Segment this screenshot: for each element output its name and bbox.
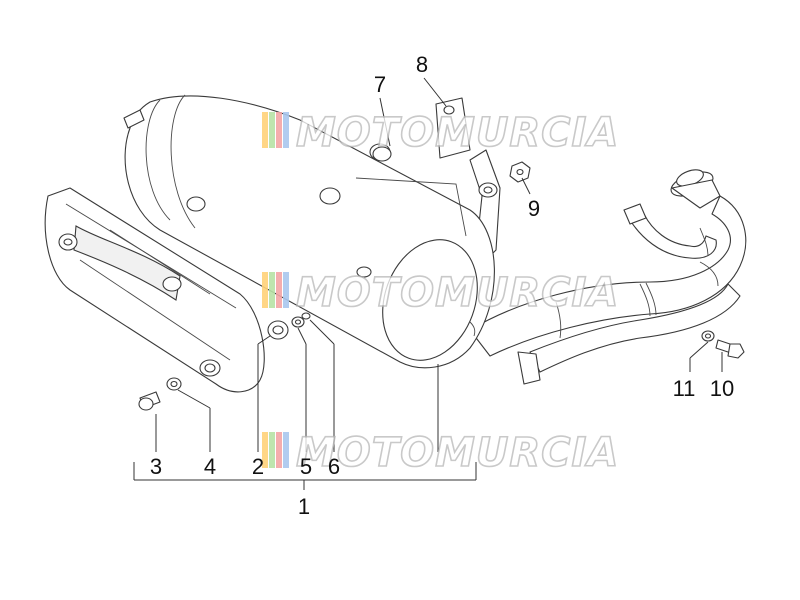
callout-5: 5 xyxy=(300,454,312,479)
callout-labels: 1 2 3 4 5 6 7 8 9 10 11 xyxy=(150,52,734,519)
callout-11: 11 xyxy=(673,376,696,401)
heat-shield xyxy=(44,187,265,393)
hanger-plate xyxy=(435,97,471,159)
watermark: MOTOMURCIA MOTOMURCIA MOTOMURCIA xyxy=(262,109,619,477)
exhaust-pipe xyxy=(469,169,747,385)
washer-4 xyxy=(166,377,182,391)
muffler xyxy=(123,94,495,369)
callout-10: 10 xyxy=(710,376,734,401)
watermark-text-2: MOTOMURCIA xyxy=(296,270,619,316)
washer-5 xyxy=(291,316,305,328)
callout-1: 1 xyxy=(298,494,310,519)
rubber-grommet xyxy=(267,320,289,340)
pipe-flange xyxy=(670,169,721,209)
callout-8: 8 xyxy=(416,52,428,77)
leader-lines xyxy=(133,77,723,490)
watermark-text-1: MOTOMURCIA xyxy=(296,110,619,156)
callout-6: 6 xyxy=(328,454,340,479)
screw-3 xyxy=(138,391,161,411)
callout-7: 7 xyxy=(374,72,386,97)
nut-9 xyxy=(509,161,531,183)
bushing-7 xyxy=(372,146,392,162)
callout-3: 3 xyxy=(150,454,162,479)
spacer-6 xyxy=(301,312,311,320)
bolt-10 xyxy=(715,339,745,359)
washer-11 xyxy=(701,330,715,342)
callout-4: 4 xyxy=(204,454,216,479)
callout-2: 2 xyxy=(252,454,264,479)
callout-9: 9 xyxy=(528,196,540,221)
watermark-text-3: MOTOMURCIA xyxy=(296,430,619,476)
